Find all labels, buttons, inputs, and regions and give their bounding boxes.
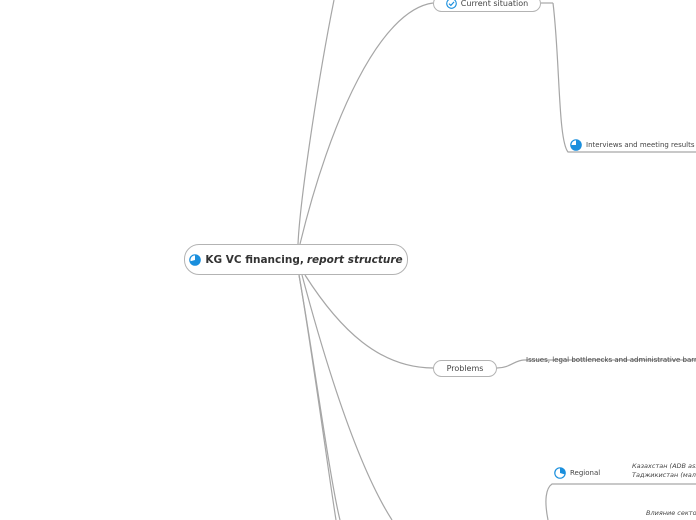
connector-root-bottom-2 xyxy=(298,274,341,520)
root-label-emphasis: report structure xyxy=(306,253,403,266)
subtopic-regional[interactable]: Regional xyxy=(554,467,600,479)
connector-root-bottom-1 xyxy=(298,274,337,520)
progress-pie-icon xyxy=(554,467,566,479)
subtopic-interviews[interactable]: Interviews and meeting results xyxy=(570,139,695,151)
root-node[interactable]: KG VC financing, report structure xyxy=(184,244,408,275)
note-vliyanie[interactable]: Влияние секто xyxy=(646,509,696,517)
branch-current-situation[interactable]: Current situation xyxy=(433,0,541,12)
branch-problems[interactable]: Problems xyxy=(433,360,497,377)
subtopic-regional-label: Regional xyxy=(570,469,601,477)
root-label: KG VC financing, xyxy=(205,253,304,266)
branch-current-situation-label: Current situation xyxy=(460,0,529,8)
note-kazakhstan[interactable]: Казахстан (ADB ass xyxy=(632,462,696,470)
connector-root-bottom-3 xyxy=(301,274,393,520)
connector-regional xyxy=(545,483,696,520)
connector-root-problems xyxy=(304,274,434,369)
note-tajikistan[interactable]: Таджикистан (мал xyxy=(632,471,696,479)
connector-problems-issues xyxy=(496,359,696,369)
progress-pie-icon xyxy=(189,253,202,266)
subtopic-issues[interactable]: Issues, legal bottlenecks and administra… xyxy=(526,356,696,364)
connector-current-interviews xyxy=(552,2,696,153)
check-circle-icon xyxy=(445,0,457,9)
branch-problems-label: Problems xyxy=(446,364,484,373)
connector-root-top xyxy=(297,0,335,245)
subtopic-interviews-label: Interviews and meeting results xyxy=(586,141,695,149)
subtopic-issues-label: Issues, legal bottlenecks and administra… xyxy=(526,356,696,364)
connector-root-current xyxy=(299,2,434,245)
progress-pie-icon xyxy=(570,139,582,151)
